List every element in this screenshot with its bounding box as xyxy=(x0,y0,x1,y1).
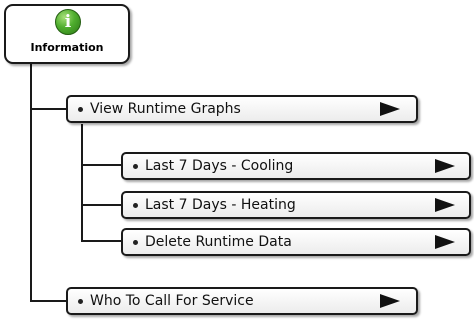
information-node[interactable]: i Information xyxy=(4,4,130,64)
view-runtime-graphs-item[interactable]: View Runtime Graphs xyxy=(66,95,418,123)
view-runtime-graphs-label: View Runtime Graphs xyxy=(90,101,241,117)
arrow-right-icon[interactable] xyxy=(435,198,455,212)
arrow-right-icon[interactable] xyxy=(435,235,455,249)
info-icon: i xyxy=(55,9,81,35)
information-label: Information xyxy=(30,41,104,54)
bullet-icon xyxy=(133,203,138,208)
bullet-icon xyxy=(78,107,83,112)
last-7-days-cooling-label: Last 7 Days - Cooling xyxy=(145,158,294,174)
arrow-right-icon[interactable] xyxy=(435,159,455,173)
who-to-call-for-service-label: Who To Call For Service xyxy=(90,293,254,309)
delete-runtime-data-item[interactable]: Delete Runtime Data xyxy=(121,228,471,256)
bullet-icon xyxy=(133,240,138,245)
arrow-right-icon[interactable] xyxy=(380,102,400,116)
last-7-days-cooling-item[interactable]: Last 7 Days - Cooling xyxy=(121,152,471,180)
arrow-right-icon[interactable] xyxy=(380,294,400,308)
bullet-icon xyxy=(133,164,138,169)
last-7-days-heating-item[interactable]: Last 7 Days - Heating xyxy=(121,191,471,219)
who-to-call-for-service-item[interactable]: Who To Call For Service xyxy=(66,287,418,315)
last-7-days-heating-label: Last 7 Days - Heating xyxy=(145,197,296,213)
delete-runtime-data-label: Delete Runtime Data xyxy=(145,234,292,250)
bullet-icon xyxy=(78,299,83,304)
